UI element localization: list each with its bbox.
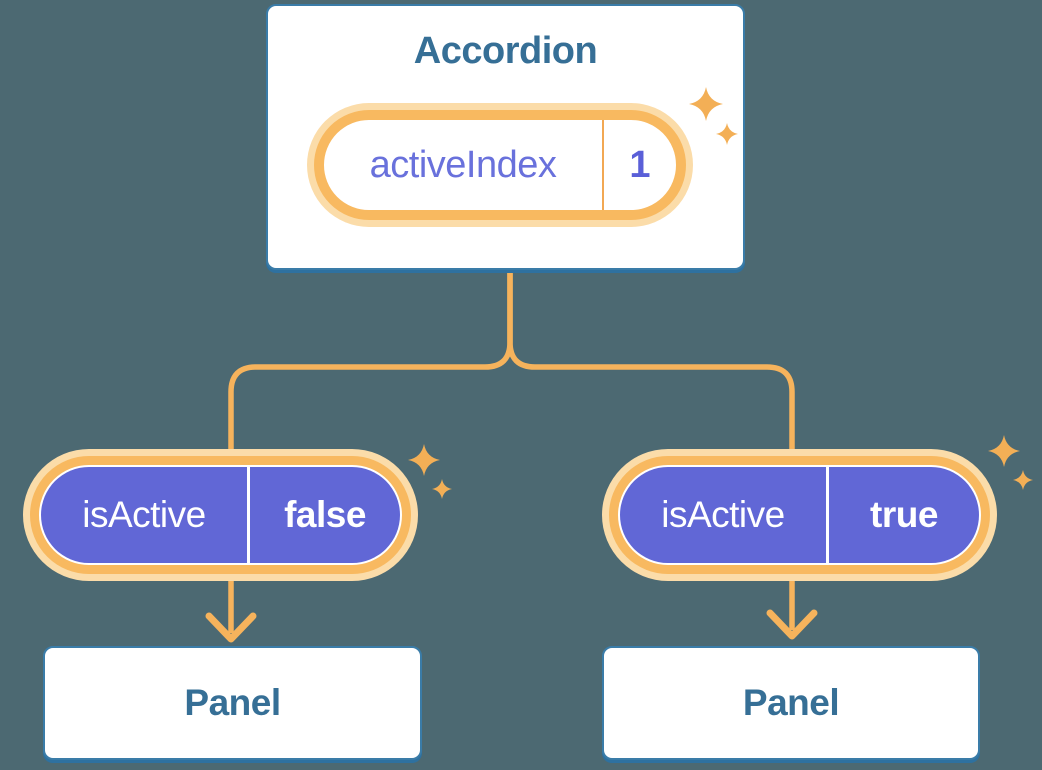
arrow-down-icon-left bbox=[205, 612, 257, 643]
sparkle-icon bbox=[988, 435, 1033, 490]
state-value: 1 bbox=[602, 120, 676, 210]
sparkle-icon bbox=[408, 444, 452, 499]
panel-title: Panel bbox=[742, 682, 840, 723]
state-label: activeIndex bbox=[369, 143, 557, 186]
prop-pill-true: isActive true bbox=[609, 456, 990, 574]
prop-value: true bbox=[829, 467, 979, 563]
prop-value: false bbox=[250, 467, 400, 563]
panel-card-right: Panel bbox=[602, 646, 980, 760]
panel-card-left: Panel bbox=[43, 646, 422, 760]
connector-right-branch bbox=[507, 268, 795, 630]
connector-left-branch bbox=[228, 268, 513, 633]
prop-pill-false: isActive false bbox=[30, 456, 411, 574]
state-pill: activeIndex 1 bbox=[314, 110, 686, 220]
prop-label: isActive bbox=[41, 467, 247, 563]
arrow-down-icon-right bbox=[766, 609, 818, 640]
prop-label: isActive bbox=[620, 467, 826, 563]
panel-title: Panel bbox=[184, 682, 281, 723]
accordion-card: Accordion activeIndex 1 bbox=[266, 4, 745, 270]
accordion-title: Accordion bbox=[413, 30, 598, 72]
sparkle-icon bbox=[689, 87, 738, 145]
